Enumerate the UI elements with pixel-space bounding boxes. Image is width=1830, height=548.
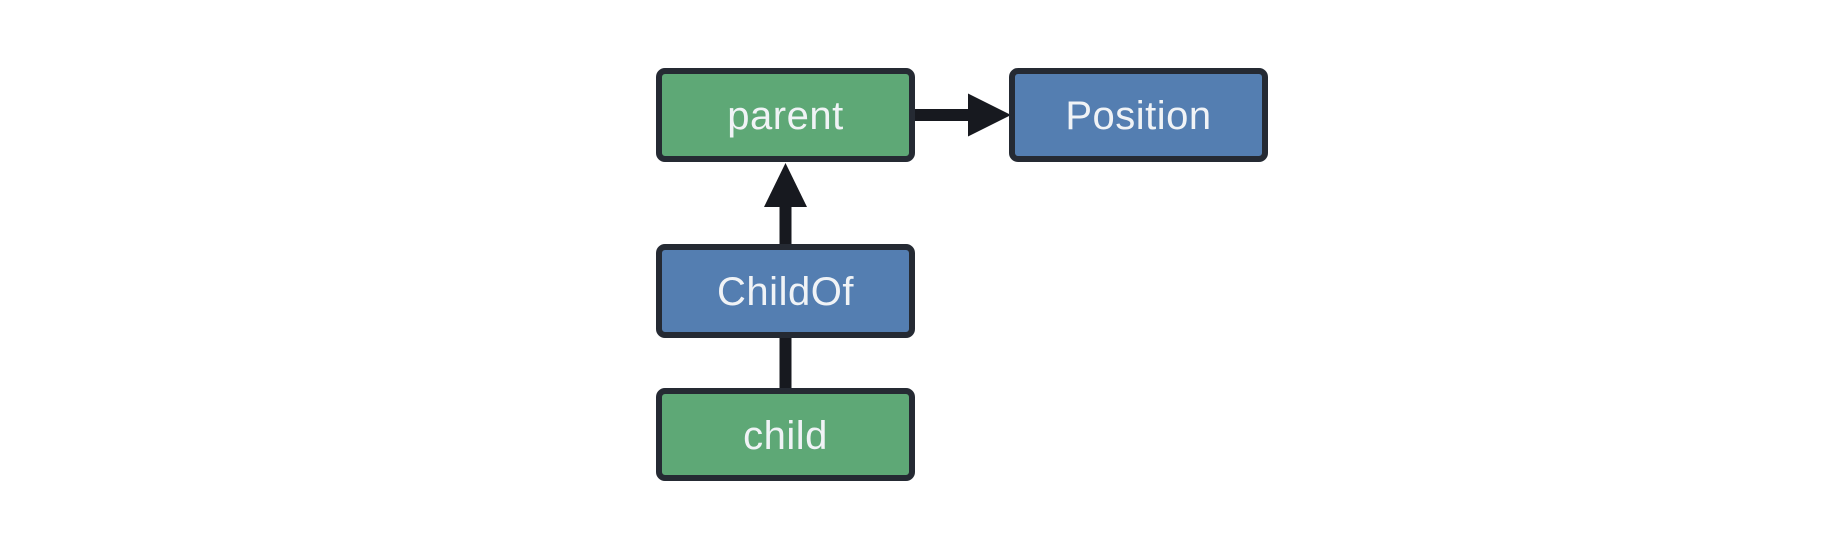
arrow-parent-to-position xyxy=(913,93,1011,137)
node-parent: parent xyxy=(656,68,915,162)
node-position: Position xyxy=(1009,68,1268,162)
node-childof: ChildOf xyxy=(656,244,915,338)
node-label: child xyxy=(743,413,828,458)
node-label: parent xyxy=(727,94,844,138)
line-child-to-childof xyxy=(779,336,792,390)
arrowhead-up-icon xyxy=(764,163,807,207)
node-label: Position xyxy=(1065,94,1212,138)
arrow-childof-to-parent xyxy=(764,163,807,246)
node-label: ChildOf xyxy=(717,270,854,314)
node-child: child xyxy=(656,388,915,481)
arrowhead-right-icon xyxy=(968,93,1011,137)
